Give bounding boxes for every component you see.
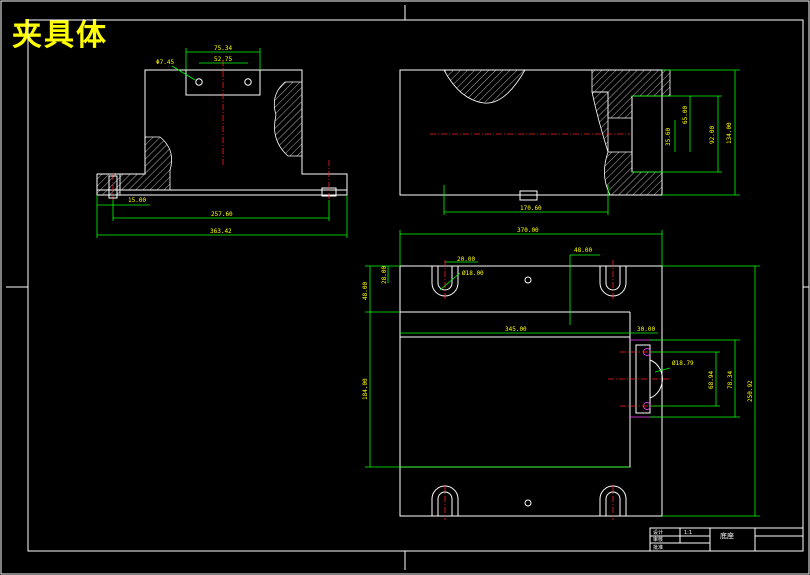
title-block-r3: 批准 — [653, 544, 663, 551]
title-block-name: 底座 — [720, 531, 734, 540]
dim-side-h1: 35.60 — [665, 128, 672, 146]
dim-hole-spacing: 52.75 — [214, 56, 232, 63]
dim-top-left-h2: 48.00 — [362, 282, 369, 300]
top-view: 370.00 20.00 Ø18.00 48.00 28.00 48.00 34… — [362, 227, 760, 520]
dim-side-h3: 92.00 — [709, 126, 716, 144]
dim-slot: 15.00 — [128, 197, 146, 204]
dim-top-arc-dia: Ø18.79 — [672, 360, 694, 367]
dim-side-h4: 134.00 — [726, 122, 733, 144]
title-block-sheet: 1:1 — [684, 530, 692, 536]
dim-top-r2: 78.34 — [727, 371, 734, 389]
front-view: Φ7.45 75.34 52.75 15.00 257.60 363.42 — [96, 45, 348, 238]
dim-top-overall-height: 250.92 — [747, 380, 754, 402]
dim-top-r1: 68.94 — [708, 371, 715, 389]
dim-top-r-slot: 20.00 — [457, 256, 475, 263]
side-view: 170.60 35.60 65.00 92.00 134.00 — [399, 69, 740, 215]
dim-top-slot-dia: Ø18.00 — [462, 270, 484, 277]
dim-top-inner-width: 345.00 — [505, 326, 527, 333]
center-hole-icon — [524, 276, 532, 284]
dim-top-left-height: 184.00 — [362, 378, 369, 400]
dim-top-left-h1: 28.00 — [381, 266, 388, 284]
dim-side-width: 170.60 — [520, 205, 542, 212]
dim-overall: 363.42 — [210, 228, 232, 235]
dim-side-h2: 65.00 — [682, 106, 689, 124]
dim-top-slot-offset: 48.00 — [574, 247, 592, 254]
dim-phi: Φ7.45 — [156, 59, 174, 66]
dim-top-width: 75.34 — [214, 45, 232, 52]
dim-top-right-off: 30.00 — [637, 326, 655, 333]
title-block-r1: 设计 — [653, 529, 663, 536]
dim-top-overall-width: 370.00 — [517, 227, 539, 234]
hole-right-icon — [244, 78, 252, 86]
title-block: 设计 审核 批准 1:1 底座 — [649, 527, 804, 552]
dim-inner: 257.60 — [211, 211, 233, 218]
hole-left-icon — [195, 78, 203, 86]
title-block-r2: 审核 — [653, 536, 663, 543]
